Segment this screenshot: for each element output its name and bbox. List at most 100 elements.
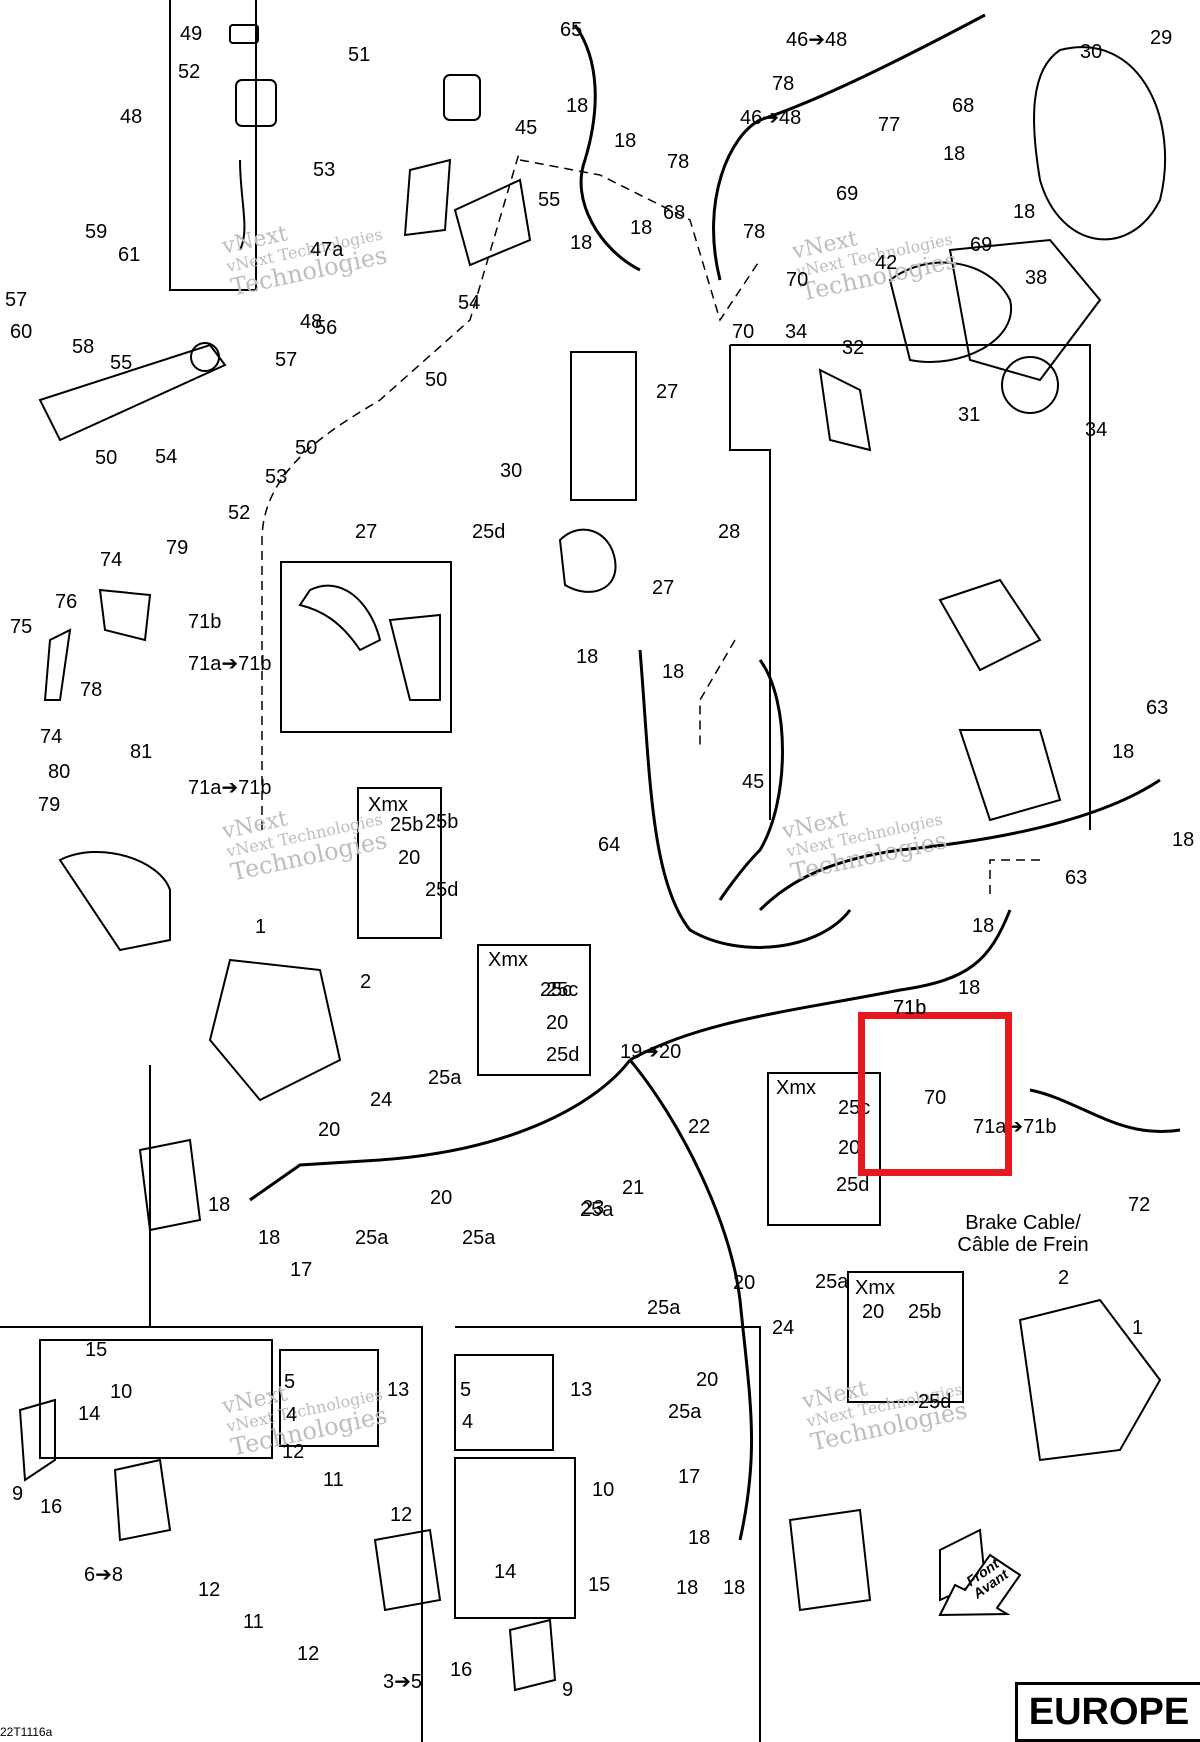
xmx-label: Xmx bbox=[368, 794, 408, 816]
callout: 15 bbox=[85, 1339, 108, 1361]
callout: 25d bbox=[425, 879, 459, 901]
callout: 20 bbox=[862, 1301, 885, 1323]
callout: 60 bbox=[10, 321, 33, 343]
callout: 19➔20 bbox=[620, 1041, 682, 1063]
callout: 20 bbox=[546, 1012, 569, 1034]
callout: 5 bbox=[460, 1379, 472, 1401]
callout: 78 bbox=[667, 151, 690, 173]
callout: 69 bbox=[970, 234, 993, 256]
callout: 27 bbox=[652, 577, 675, 599]
callout: 64 bbox=[598, 834, 621, 856]
callout: 18 bbox=[566, 95, 589, 117]
callout: 79 bbox=[38, 794, 61, 816]
callout: 50 bbox=[95, 447, 118, 469]
callout: 25d bbox=[472, 521, 506, 543]
callout: 25a bbox=[462, 1227, 496, 1249]
callout: 75 bbox=[10, 616, 33, 638]
callout: 42 bbox=[875, 252, 898, 274]
callout: 25a bbox=[355, 1227, 389, 1249]
callout: 57 bbox=[275, 349, 298, 371]
figure-code: 22T1116a bbox=[0, 1725, 53, 1739]
callout: 80 bbox=[48, 761, 71, 783]
callout: 25b bbox=[908, 1301, 942, 1323]
callout: 48 bbox=[300, 311, 323, 333]
callout: 38 bbox=[1025, 267, 1048, 289]
callout: 20 bbox=[318, 1119, 341, 1141]
callout: 14 bbox=[78, 1403, 101, 1425]
callout: 18 bbox=[1172, 829, 1195, 851]
callout: 72 bbox=[1128, 1194, 1151, 1216]
callout: 58 bbox=[72, 336, 95, 358]
callout: 48 bbox=[120, 106, 143, 128]
callout: 21 bbox=[622, 1177, 645, 1199]
callout: 27 bbox=[656, 381, 679, 403]
callout: 25b bbox=[425, 811, 459, 833]
callout: 45 bbox=[742, 771, 765, 793]
callout: 11 bbox=[243, 1611, 264, 1633]
callout: 50 bbox=[425, 369, 448, 391]
callout: 52 bbox=[228, 502, 251, 524]
callout: 5 bbox=[284, 1371, 296, 1393]
callout: 16 bbox=[40, 1496, 63, 1518]
callout: 13 bbox=[570, 1379, 593, 1401]
highlight-box bbox=[858, 1012, 1012, 1176]
callout: 30 bbox=[1080, 41, 1103, 63]
callout: 25b bbox=[390, 814, 424, 836]
callout: 20 bbox=[838, 1137, 861, 1159]
callout: 20 bbox=[398, 847, 421, 869]
callout: 18 bbox=[258, 1227, 281, 1249]
callout: 20 bbox=[733, 1272, 756, 1294]
callout: 74 bbox=[40, 726, 63, 748]
callout: 2 bbox=[1058, 1267, 1070, 1289]
callout: 31 bbox=[958, 404, 981, 426]
callout: 34 bbox=[1085, 419, 1108, 441]
callout: 78 bbox=[80, 679, 103, 701]
callout: 49 bbox=[180, 23, 203, 45]
brake-cable-label: Brake Cable/ Câble de Frein bbox=[957, 1212, 1089, 1256]
callout: 57 bbox=[5, 289, 28, 311]
callout: 14 bbox=[494, 1561, 517, 1583]
brake-lines bbox=[249, 13, 1181, 1541]
callout: 24 bbox=[772, 1317, 795, 1339]
callout: 12 bbox=[282, 1441, 305, 1463]
xmx-label: Xmx bbox=[488, 949, 528, 971]
callout: 51 bbox=[348, 44, 371, 66]
callout: 68 bbox=[952, 95, 975, 117]
callout: 29 bbox=[1150, 27, 1173, 49]
callout: 70 bbox=[924, 1087, 947, 1109]
callout: 4 bbox=[462, 1411, 474, 1433]
callout: 78 bbox=[743, 221, 766, 243]
callout: 53 bbox=[313, 159, 336, 181]
callout: 79 bbox=[166, 537, 189, 559]
callout: 6➔8 bbox=[84, 1564, 124, 1586]
callout: 30 bbox=[500, 460, 523, 482]
callout: 46➔48 bbox=[740, 107, 802, 129]
callout: 25c bbox=[546, 979, 579, 1001]
callout: 25a bbox=[647, 1297, 681, 1319]
callout: 69 bbox=[836, 183, 859, 205]
callout: 70 bbox=[732, 321, 755, 343]
callout: 22 bbox=[688, 1116, 711, 1138]
callout: 74 bbox=[100, 549, 123, 571]
callout: 1 bbox=[255, 916, 267, 938]
components bbox=[18, 24, 1167, 1692]
callout: 55 bbox=[538, 189, 561, 211]
callout: 46➔48 bbox=[786, 29, 848, 51]
callout: 4 bbox=[286, 1404, 298, 1426]
callout: 12 bbox=[390, 1504, 413, 1526]
callout: 17 bbox=[678, 1466, 701, 1488]
callout: 10 bbox=[110, 1381, 133, 1403]
callout: 59 bbox=[85, 221, 108, 243]
region-label: EUROPE bbox=[1015, 1682, 1200, 1742]
xmx-label: Xmx bbox=[855, 1277, 895, 1299]
callout: 25a bbox=[668, 1401, 702, 1423]
callout: 18 bbox=[570, 232, 593, 254]
callout: 9 bbox=[12, 1483, 24, 1505]
callout: 70 bbox=[786, 269, 809, 291]
callout: 56 bbox=[315, 317, 338, 339]
callout: 45 bbox=[515, 117, 538, 139]
callout: 1 bbox=[1132, 1317, 1144, 1339]
callout: 78 bbox=[772, 73, 795, 95]
